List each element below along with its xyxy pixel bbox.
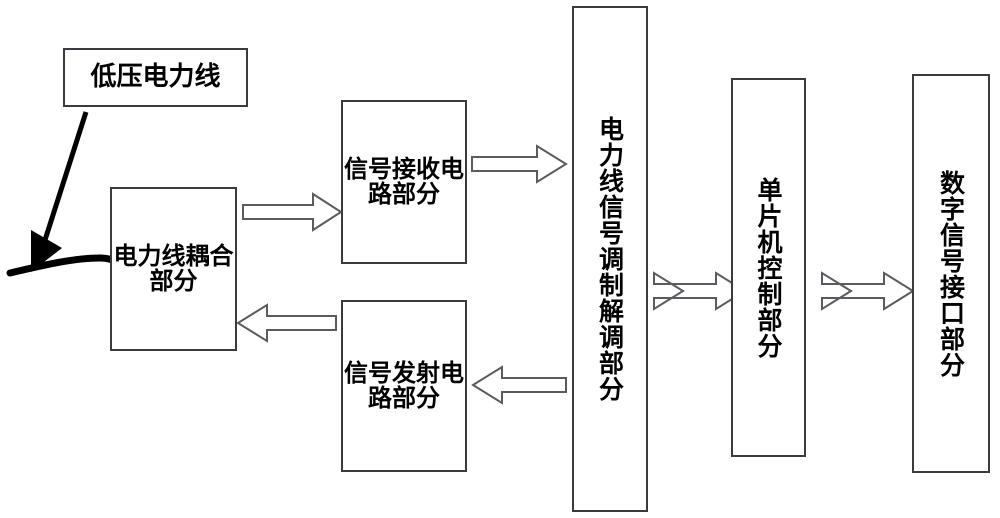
node-signal-transmitting-circuit[interactable]: 信号发射电路部分 bbox=[341, 300, 467, 472]
node-mcu-control[interactable]: 单片机控制部分 bbox=[731, 78, 806, 457]
node-low-voltage-power-line[interactable]: 低压电力线 bbox=[63, 48, 248, 107]
lv-power-line-pointer-head bbox=[31, 230, 62, 272]
node-label: 信号接收电路部分 bbox=[344, 154, 464, 208]
arrow-receiver-to-modem bbox=[471, 144, 568, 184]
node-power-line-signal-modem[interactable]: 电力线信号调制解调部分 bbox=[572, 6, 648, 512]
node-label: 电力线耦合部分 bbox=[113, 241, 234, 295]
node-label: 单片机控制部分 bbox=[754, 176, 783, 359]
node-label: 信号发射电路部分 bbox=[344, 358, 464, 412]
arrow-coupling-to-receiver bbox=[242, 192, 343, 232]
lv-power-line-pointer-shaft bbox=[42, 111, 89, 241]
node-label: 电力线信号调制解调部分 bbox=[595, 116, 625, 402]
arrow-mcu-to-digital-io bbox=[821, 271, 915, 311]
node-label: 数字信号接口部分 bbox=[936, 169, 966, 378]
node-signal-receiving-circuit[interactable]: 信号接收电路部分 bbox=[341, 100, 467, 264]
node-label: 低压电力线 bbox=[90, 61, 221, 92]
node-power-line-coupling[interactable]: 电力线耦合部分 bbox=[110, 187, 237, 351]
arrow-transmitter-to-coupling bbox=[236, 303, 337, 343]
node-digital-signal-interface[interactable]: 数字信号接口部分 bbox=[912, 74, 990, 473]
arrow-modem-to-transmitter bbox=[471, 365, 567, 405]
